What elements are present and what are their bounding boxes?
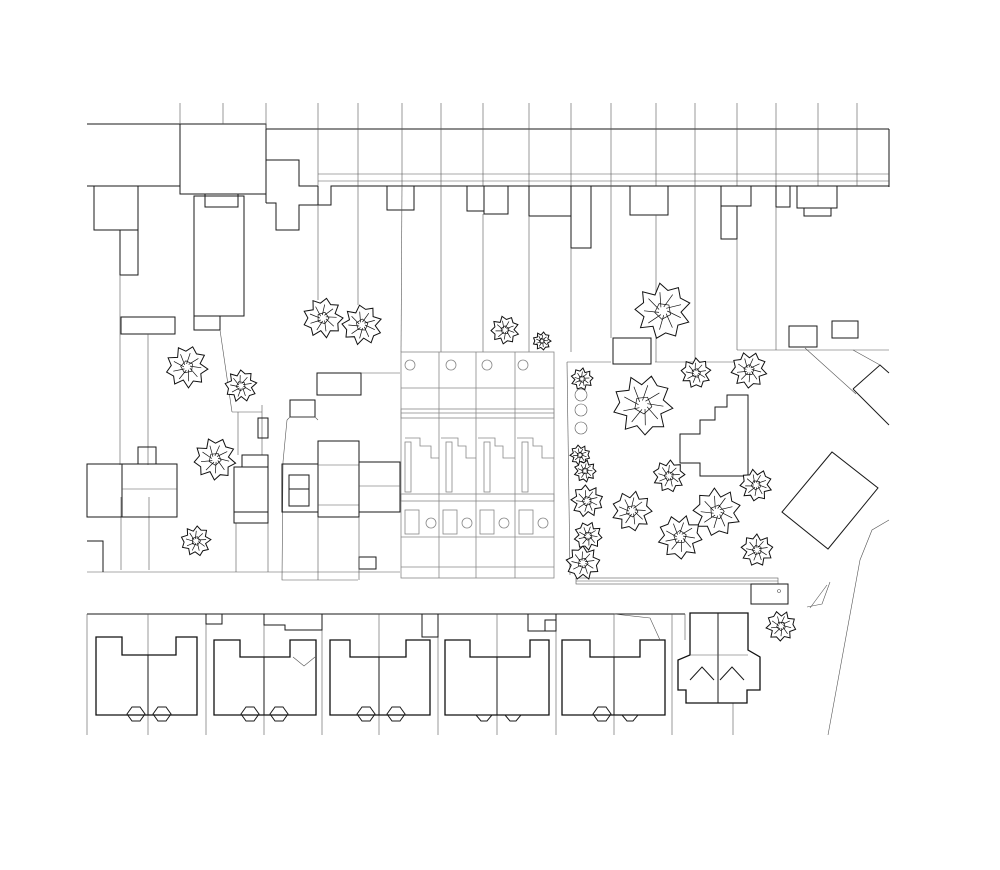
tree-canopy-icon [569,444,591,466]
tree-canopy-icon [613,375,674,436]
tree-canopy-icon [193,438,237,481]
tree-canopy-icon [341,304,382,346]
tree-canopy-icon [612,490,653,532]
tree-canopy-icon [692,487,741,537]
tree-canopy-icon [573,459,597,483]
tree-canopy-icon [739,468,773,502]
tree-canopy-icon [573,521,603,551]
tree-canopy-icon [570,484,604,518]
tree-canopy-icon [570,367,594,391]
tree-canopy-icon [765,610,797,642]
tree-canopy-icon [303,297,344,339]
east-garden [566,320,859,605]
large-house-north [179,123,267,195]
west-outbuildings [86,372,401,581]
trees-layer [165,282,797,642]
garden-boundaries [87,185,889,573]
new-mews-houses [400,351,555,579]
tree-canopy-icon [180,525,212,557]
tree-canopy-icon [565,545,601,580]
north-terrace [87,103,890,335]
tree-canopy-icon [165,346,209,389]
east-angled-buildings [781,347,890,736]
tree-canopy-icon [224,369,258,403]
tree-canopy-icon [680,357,712,388]
tree-canopy-icon [532,331,552,351]
south-terrace [86,612,761,735]
tree-canopy-icon [490,315,520,345]
tree-canopy-icon [740,533,774,566]
tree-canopy-icon [652,459,686,493]
tree-canopy-icon [634,282,691,339]
tree-canopy-icon [730,352,768,389]
tree-canopy-icon [657,514,703,560]
